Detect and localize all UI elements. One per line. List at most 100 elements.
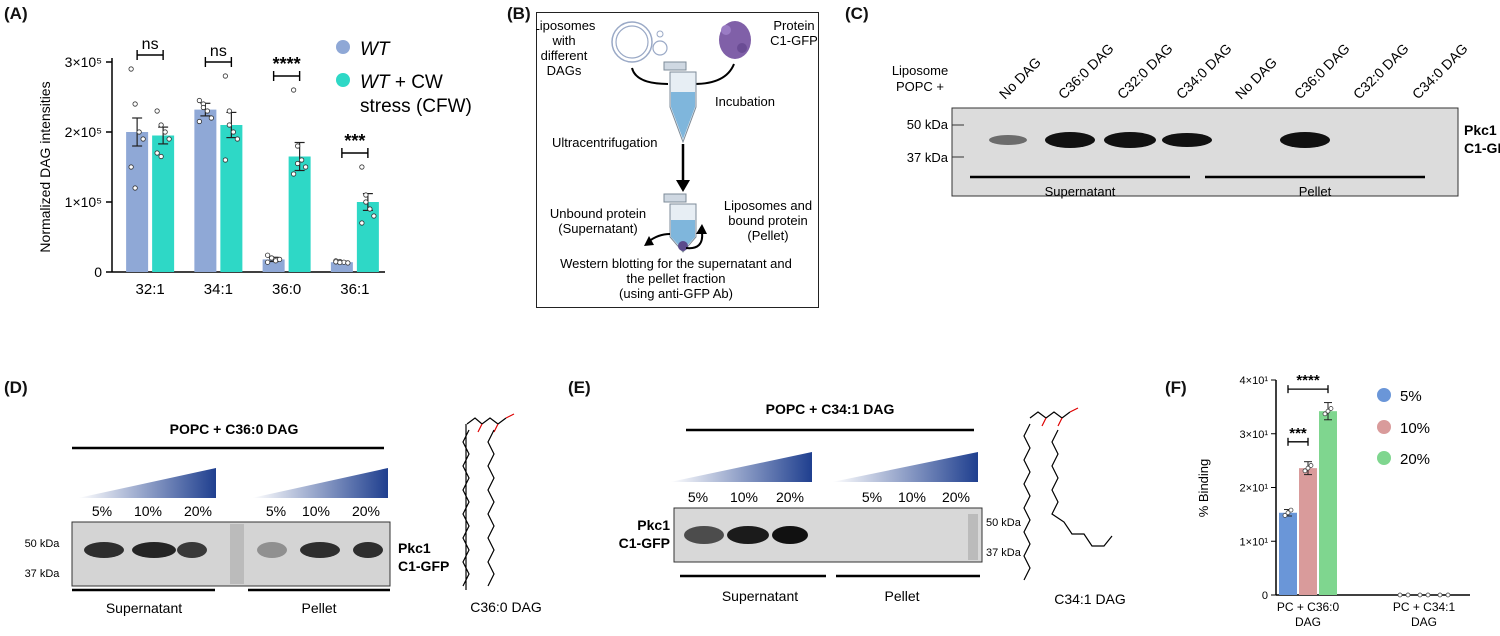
data-point-a	[359, 164, 365, 170]
kda-50-e: 50 kDa	[986, 517, 1022, 529]
band-c	[1045, 132, 1095, 148]
pct-label-d: 5%	[266, 503, 286, 519]
data-point-f	[1285, 510, 1291, 516]
band-d	[84, 542, 124, 558]
group-pellet-c: Pellet	[1299, 184, 1332, 199]
band-e	[772, 526, 808, 544]
lane-label-c: No DAG	[996, 54, 1044, 102]
panel-label-a: (A)	[4, 4, 28, 23]
pct-label-d: 10%	[302, 503, 330, 519]
data-point-a	[295, 160, 301, 167]
data-point-a	[295, 143, 301, 149]
group-supernatant-d: Supernatant	[106, 600, 182, 616]
panel-label-f: (F)	[1165, 378, 1187, 397]
protein-icon	[719, 21, 751, 59]
lane-label-c: C36:0 DAG	[1291, 40, 1353, 102]
pct-label-d: 20%	[184, 503, 212, 519]
lane-label-c: No DAG	[1232, 54, 1280, 102]
text-unbound: Unbound protein(Supernatant)	[550, 206, 646, 236]
band-c	[1280, 132, 1330, 148]
legend-20-marker	[1377, 451, 1391, 465]
significance-label-a: ns	[210, 43, 227, 60]
y-tick-label-a: 2×10⁵	[65, 124, 102, 140]
gradient-sup-d	[78, 468, 216, 498]
y-tick-label-f: 1×10¹	[1240, 536, 1269, 548]
kda-37-e: 37 kDa	[986, 547, 1022, 559]
data-point-a	[363, 192, 369, 198]
kda-37-d: 37 kDa	[25, 568, 61, 580]
band-d	[300, 542, 340, 558]
ladder-e	[968, 514, 978, 560]
band-d	[132, 542, 176, 558]
data-point-f	[1328, 406, 1334, 411]
data-point-a	[291, 171, 297, 177]
data-point-f	[1308, 463, 1314, 468]
legend-cw-line1: WT + CW	[360, 72, 443, 93]
panel-label-d: (D)	[4, 378, 28, 397]
data-point-a	[196, 118, 202, 125]
data-point-a	[299, 157, 305, 163]
lane-label-c: C34:0 DAG	[1173, 40, 1235, 102]
bar-f	[1299, 468, 1317, 595]
data-point-a	[154, 108, 160, 114]
significance-label-f: ***	[1289, 425, 1307, 442]
tube-1-icon	[663, 61, 697, 144]
data-point-a	[291, 87, 297, 93]
bar-f	[1319, 411, 1337, 595]
bar-a	[288, 156, 311, 272]
data-point-a	[363, 199, 369, 205]
title-e: POPC + C34:1 DAG	[766, 401, 895, 417]
pct-label-e: 5%	[688, 489, 708, 505]
y-tick-label-a: 0	[94, 264, 102, 280]
data-point-a	[154, 150, 160, 156]
data-point-a	[158, 122, 164, 128]
data-point-a	[158, 153, 164, 160]
tube-2-icon	[663, 193, 697, 253]
data-point-a	[128, 66, 134, 72]
y-tick-label-f: 2×10¹	[1240, 483, 1269, 495]
band-c	[989, 135, 1027, 145]
data-point-a	[277, 256, 283, 262]
lane-label-c: C34:0 DAG	[1409, 40, 1471, 102]
pct-label-e: 20%	[942, 489, 970, 505]
kda-50-c: 50 kDa	[907, 117, 949, 132]
band-d	[177, 542, 207, 558]
title-d: POPC + C36:0 DAG	[170, 421, 299, 437]
ladder-d	[230, 524, 244, 584]
legend-20-label: 20%	[1400, 451, 1430, 468]
data-point-f	[1282, 513, 1288, 518]
panel-label-c: (C)	[845, 4, 869, 23]
gradient-pel-e	[832, 452, 978, 482]
significance-label-f: ****	[1296, 372, 1320, 389]
gradient-sup-e	[670, 452, 812, 482]
significance-label-a: ***	[344, 131, 365, 151]
bar-a	[126, 132, 149, 272]
bar-a	[330, 262, 353, 272]
group-supernatant-c: Supernatant	[1045, 184, 1116, 199]
lipid-label-e: C34:1 DAG	[1054, 591, 1126, 607]
pct-label-e: 10%	[898, 489, 926, 505]
band-d	[257, 542, 287, 558]
data-point-a	[265, 259, 271, 265]
band-e	[727, 526, 769, 544]
band-e	[684, 526, 724, 544]
legend-cw-line2: stress (CFW)	[360, 96, 472, 117]
data-point-a	[345, 260, 351, 266]
panel-label-b: (B)	[507, 4, 531, 23]
legend-5-marker	[1377, 388, 1391, 402]
data-point-f	[1322, 411, 1328, 417]
legend-10-marker	[1377, 420, 1391, 434]
bar-f	[1279, 512, 1297, 595]
data-point-a	[200, 104, 206, 111]
kda-50-d: 50 kDa	[25, 538, 61, 550]
x-tick-label-a: 36:1	[340, 281, 369, 298]
legend-cw-marker	[336, 73, 350, 87]
y-tick-label-f: 4×10¹	[1240, 375, 1269, 387]
lipid-structure-c36	[462, 413, 515, 590]
x-tick-label-f: DAG	[1295, 615, 1321, 629]
lane-label-c: C36:0 DAG	[1055, 40, 1117, 102]
